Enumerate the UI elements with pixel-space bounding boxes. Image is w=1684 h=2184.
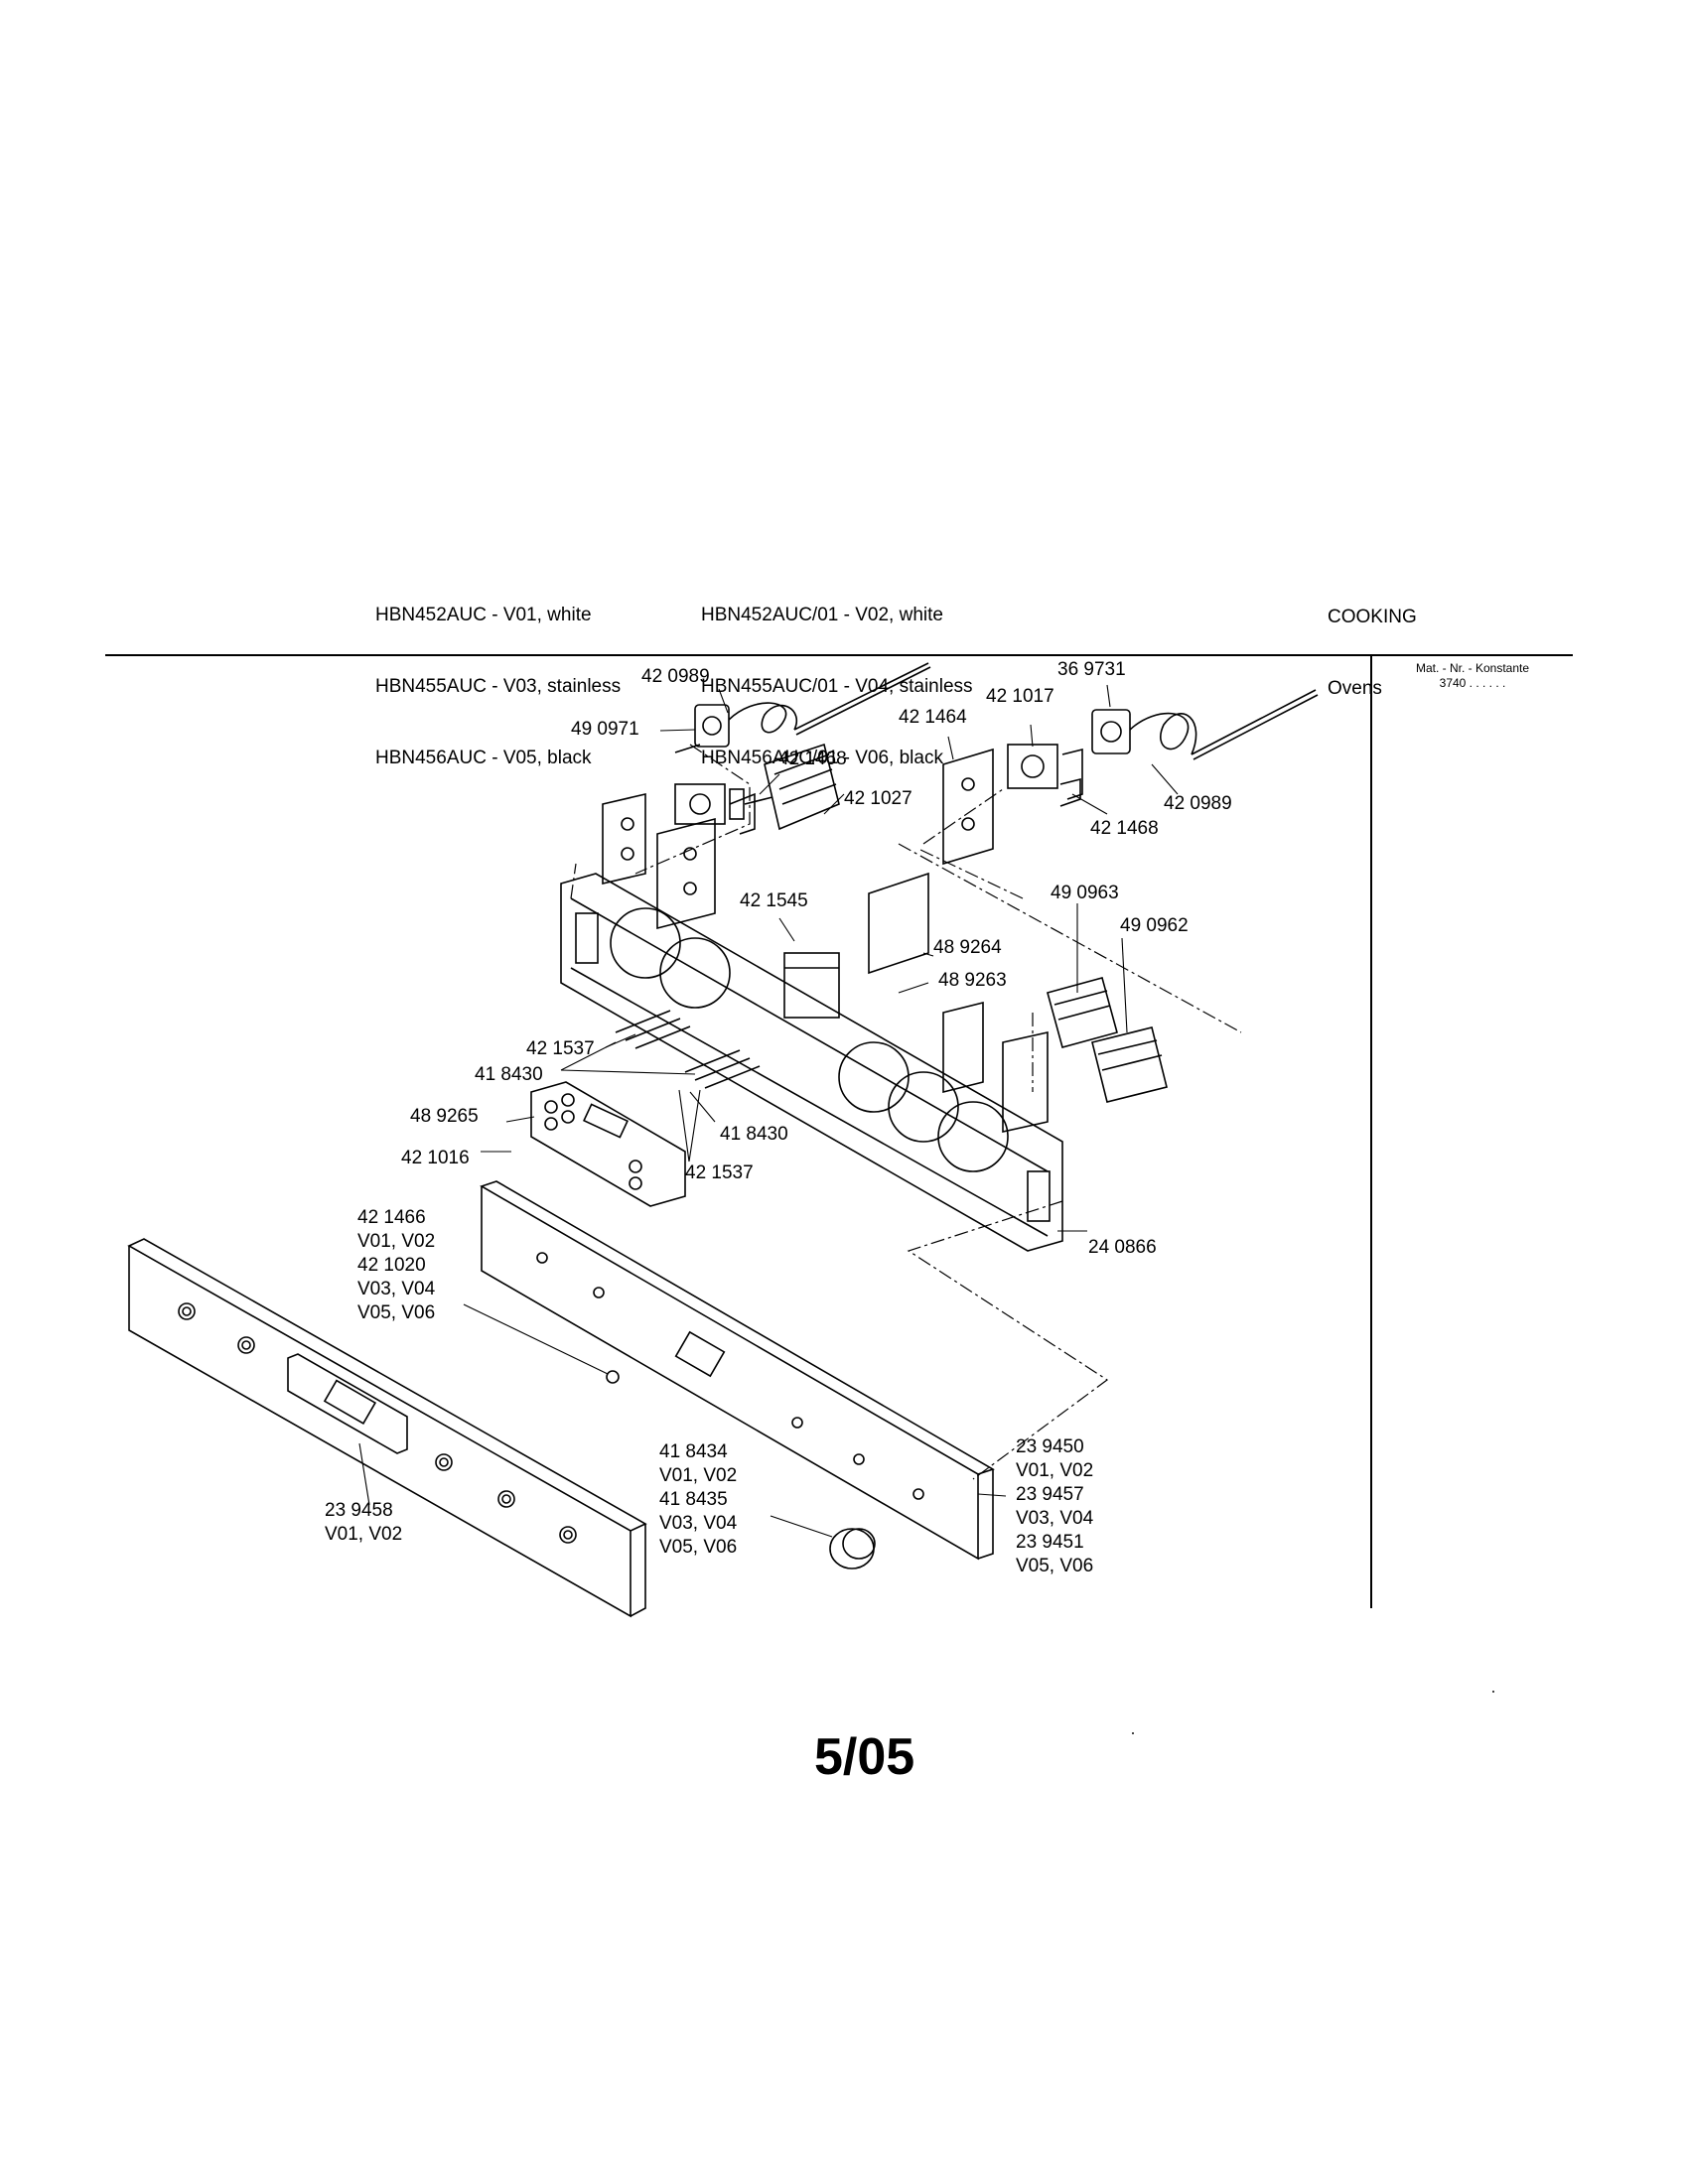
part-label: 48 9265 — [410, 1106, 479, 1127]
model-line: HBN455AUC - V03, stainless — [375, 676, 622, 697]
part-label: V01, V02 — [325, 1524, 402, 1545]
thermostat-right — [1091, 689, 1319, 760]
scan-speck — [1492, 1691, 1494, 1693]
clip-bracket-left — [729, 792, 756, 835]
margin-divider — [1370, 655, 1372, 1608]
part-label: 42 0989 — [1164, 793, 1232, 814]
clip-bracket-right — [1059, 777, 1081, 807]
part-label: 42 1468 — [778, 749, 847, 769]
part-label: V03, V04 — [1016, 1508, 1094, 1529]
part-label: 42 1017 — [986, 686, 1054, 707]
push-rods — [615, 1010, 761, 1089]
part-label: 42 1027 — [844, 788, 912, 809]
part-label: 42 1016 — [401, 1148, 470, 1168]
part-label: 42 1020 — [357, 1255, 426, 1276]
part-label: 41 8435 — [659, 1489, 728, 1510]
part-label: 42 1537 — [685, 1162, 754, 1183]
part-label: 49 0963 — [1051, 883, 1119, 903]
header-divider — [105, 654, 1573, 656]
part-label: 23 9451 — [1016, 1532, 1084, 1553]
material-number-title: Mat. - Nr. - Konstante — [1415, 661, 1530, 675]
category-line: COOKING — [1328, 607, 1417, 627]
clock-board — [783, 872, 929, 1019]
part-label: 41 8430 — [475, 1064, 543, 1085]
subcategory-line: Ovens — [1328, 678, 1382, 699]
material-number-value: 3740 . . . . . . — [1439, 676, 1506, 690]
part-label: 49 0971 — [571, 719, 639, 740]
part-label: V01, V02 — [1016, 1460, 1093, 1481]
model-line: HBN452AUC - V01, white — [375, 605, 592, 625]
part-label: 42 1464 — [899, 707, 967, 728]
control-panel-plate — [480, 1180, 995, 1561]
material-number-block: Mat. - Nr. - Konstante 3740 . . . . . . — [1378, 661, 1567, 691]
part-label: 48 9264 — [933, 937, 1002, 958]
selector-switch-right — [1007, 744, 1083, 800]
part-label: 42 1545 — [740, 890, 808, 911]
rotary-switch-block-left — [744, 743, 840, 831]
assembly-lines — [570, 744, 1242, 1480]
part-label: 23 9450 — [1016, 1436, 1084, 1457]
part-labels: 42 0989 49 0971 42 1468 42 1027 36 9731 … — [325, 659, 1232, 1576]
leader-lines — [358, 684, 1179, 1538]
scan-speck — [1132, 1732, 1134, 1734]
model-line: HBN455AUC/01 - V04, stainless — [701, 676, 973, 697]
knob-cap — [606, 1370, 620, 1384]
model-list-right: HBN452AUC/01 - V02, white HBN455AUC/01 -… — [701, 556, 973, 794]
part-label: 24 0866 — [1088, 1237, 1157, 1258]
part-label: 36 9731 — [1057, 659, 1126, 680]
part-label: V01, V02 — [357, 1231, 435, 1252]
part-label: 42 1466 — [357, 1207, 426, 1228]
model-list-left: HBN452AUC - V01, white HBN455AUC - V03, … — [375, 556, 621, 794]
rotary-switch-block-right — [942, 977, 1168, 1133]
part-label: 42 0989 — [641, 666, 710, 687]
thermostat-left — [674, 662, 931, 753]
selector-switch-left — [674, 783, 745, 825]
front-panel — [127, 1238, 647, 1618]
mounting-bracket-left — [602, 792, 716, 930]
category-heading: COOKING Ovens — [1328, 558, 1417, 725]
model-line: HBN452AUC/01 - V02, white — [701, 605, 943, 625]
model-line: HBN456AUC - V05, black — [375, 748, 592, 768]
part-label: 49 0962 — [1120, 915, 1189, 936]
part-label: V03, V04 — [357, 1279, 436, 1299]
display-module — [530, 1081, 686, 1207]
part-label: 41 8434 — [659, 1441, 728, 1462]
part-label: 42 1537 — [526, 1038, 595, 1059]
part-label: V03, V04 — [659, 1513, 738, 1534]
part-label: V05, V06 — [659, 1537, 737, 1558]
part-label: 41 8430 — [720, 1124, 788, 1145]
part-label: 23 9458 — [325, 1500, 393, 1521]
part-label: V01, V02 — [659, 1465, 737, 1486]
part-label: 23 9457 — [1016, 1484, 1084, 1505]
page-number: 5/05 — [814, 1728, 915, 1786]
control-knob — [829, 1528, 876, 1570]
part-label: V05, V06 — [1016, 1556, 1093, 1576]
mounting-bracket-right — [942, 748, 994, 866]
part-label: 42 1468 — [1090, 818, 1159, 839]
control-frame — [560, 873, 1063, 1252]
part-label: 48 9263 — [938, 970, 1007, 991]
part-label: V05, V06 — [357, 1302, 435, 1323]
